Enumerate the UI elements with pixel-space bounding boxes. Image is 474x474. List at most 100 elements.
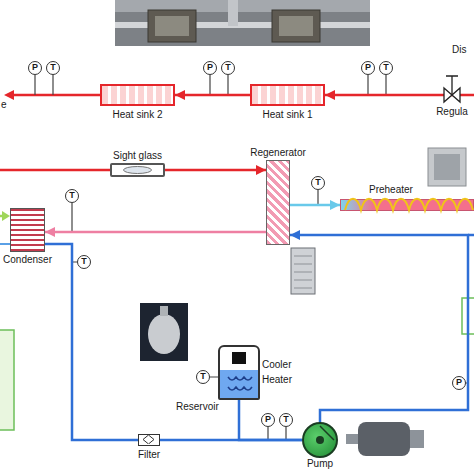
reservoir-photo bbox=[148, 314, 180, 354]
pipe-line bbox=[325, 94, 430, 97]
component-detail bbox=[143, 435, 154, 444]
regenerator-exchanger: Regenerator bbox=[266, 160, 290, 245]
component-detail bbox=[112, 165, 163, 175]
sensor-symbol: P bbox=[452, 376, 466, 390]
component-detail bbox=[139, 435, 158, 444]
sensor-symbol: T bbox=[65, 189, 79, 203]
sensor-letter: T bbox=[66, 190, 78, 202]
component-label: Filter bbox=[138, 449, 160, 461]
regulating-valve: Regula bbox=[430, 62, 474, 122]
filter-symbol: Filter bbox=[138, 434, 160, 446]
sensor-letter: P bbox=[204, 62, 216, 74]
coolant-pipe bbox=[0, 243, 10, 245]
component-label: Heat sink 2 bbox=[112, 109, 162, 121]
sensor-symbol: T bbox=[46, 61, 60, 75]
sensor-letter: T bbox=[280, 414, 292, 426]
pipe-line bbox=[290, 235, 468, 422]
plate-exchanger-photo bbox=[291, 248, 315, 294]
sensor-symbol: T bbox=[221, 61, 235, 75]
plate-exchanger-photo bbox=[294, 256, 312, 288]
pipe-line bbox=[175, 94, 250, 97]
sensor-letter: T bbox=[197, 371, 209, 383]
motor-photo bbox=[346, 422, 424, 456]
sensor-symbol: T bbox=[196, 370, 210, 384]
component-detail bbox=[228, 377, 252, 380]
truncated-label: Dis bbox=[452, 44, 466, 56]
pipe-line bbox=[45, 244, 138, 440]
component-label: Condenser bbox=[3, 254, 52, 266]
hot-pipe bbox=[4, 90, 14, 100]
component-label: Regenerator bbox=[250, 147, 306, 159]
reservoir-tank: CoolerHeaterReservoir bbox=[218, 345, 260, 400]
reservoir-photo bbox=[160, 306, 168, 316]
photo-inset bbox=[148, 10, 196, 42]
component-label: Pump bbox=[307, 458, 333, 470]
sensor-symbol: P bbox=[261, 413, 275, 427]
sensor-letter: T bbox=[47, 62, 59, 74]
hot-pipe bbox=[0, 169, 110, 172]
motor-photo bbox=[358, 422, 410, 456]
pipe-line bbox=[45, 231, 266, 234]
sensor-stem bbox=[35, 75, 468, 440]
component-detail bbox=[446, 76, 458, 95]
reservoir-photo bbox=[140, 303, 188, 361]
component-label: Regula bbox=[436, 106, 468, 118]
sensor-symbol: P bbox=[28, 61, 42, 75]
sensor-symbol: T bbox=[311, 176, 325, 190]
sensor-letter: T bbox=[222, 62, 234, 74]
heater-plate-photo bbox=[434, 154, 460, 180]
component-detail bbox=[345, 199, 473, 210]
sight-glass: Sight glass bbox=[110, 163, 165, 177]
reservoir-photo bbox=[140, 303, 188, 361]
sensor-symbol: T bbox=[379, 61, 393, 75]
pipe-line bbox=[165, 169, 266, 172]
component-label: Sight glass bbox=[113, 150, 162, 162]
component-detail bbox=[220, 347, 258, 398]
motor-photo bbox=[410, 430, 424, 448]
component-detail bbox=[341, 199, 473, 211]
photo-inset bbox=[279, 16, 313, 36]
sensor-symbol: T bbox=[279, 413, 293, 427]
component-label: Heat sink 1 bbox=[262, 109, 312, 121]
sensor-stem bbox=[35, 75, 468, 440]
hot-pipe bbox=[0, 90, 110, 170]
photo-inset bbox=[115, 22, 148, 28]
photo-inset bbox=[115, 0, 370, 46]
coolant-pipe bbox=[2, 211, 10, 221]
sensor-letter: P bbox=[29, 62, 41, 74]
photo-inset bbox=[320, 22, 370, 28]
sensor-letter: T bbox=[312, 177, 324, 189]
photo-inset bbox=[272, 10, 320, 42]
component-detail bbox=[228, 387, 252, 390]
sensor-symbol: P bbox=[203, 61, 217, 75]
component-detail bbox=[304, 424, 336, 456]
sensor-symbol: T bbox=[77, 255, 91, 269]
component-label: Heater bbox=[262, 374, 292, 386]
sensor-letter: P bbox=[262, 414, 274, 426]
heater-plate-photo bbox=[428, 148, 466, 186]
component-detail bbox=[232, 352, 246, 364]
component-label: Reservoir bbox=[176, 401, 219, 413]
truncated-label: e bbox=[1, 99, 7, 111]
motor-photo bbox=[346, 434, 358, 444]
sensor-letter: T bbox=[78, 256, 90, 268]
component-label: Preheater bbox=[369, 184, 413, 196]
pump-symbol: Pump bbox=[302, 422, 338, 458]
photo-inset bbox=[115, 0, 370, 46]
heat-sink-box: Heat sink 2 bbox=[100, 84, 175, 106]
component-label: Cooler bbox=[262, 359, 291, 371]
preheater-tube: Preheater bbox=[340, 199, 474, 211]
component-detail bbox=[124, 167, 152, 174]
coolant-pipe bbox=[0, 211, 474, 244]
sensor-letter: P bbox=[362, 62, 374, 74]
pipe-line bbox=[290, 204, 340, 207]
component-detail bbox=[316, 436, 324, 444]
pipe-line bbox=[239, 400, 302, 440]
photo-inset bbox=[155, 16, 189, 36]
side-box bbox=[0, 330, 14, 430]
sensor-letter: P bbox=[453, 377, 465, 389]
condenser-exchanger: Condenser bbox=[10, 208, 45, 252]
